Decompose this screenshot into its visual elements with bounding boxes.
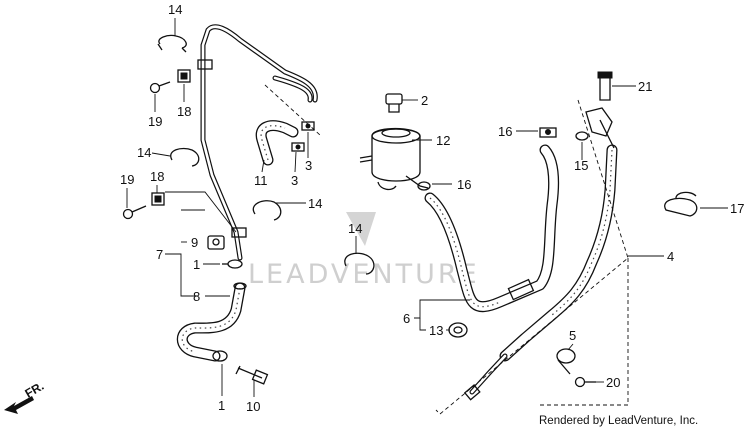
- metal-pipe: [197, 24, 321, 261]
- callout-14-mid: 14: [137, 145, 151, 160]
- nut-18-mid: [151, 192, 165, 206]
- credit-text: Rendered by LeadVenture, Inc.: [539, 415, 698, 427]
- callout-16-lower: 16: [457, 177, 471, 192]
- callout-5: 5: [569, 328, 576, 343]
- callout-3-upper: 3: [305, 158, 312, 173]
- clamp-16-upper: [539, 127, 557, 138]
- callout-labels: 14 19 18 14 19 18 11 3 3 14 7 9 1 8 1 10…: [120, 2, 744, 414]
- callout-14-center: 14: [308, 196, 322, 211]
- clamp-14-mid: [170, 147, 200, 167]
- watermark-text: LEADVENTURE: [248, 259, 480, 290]
- callout-6: 6: [403, 311, 410, 326]
- leader-lines: [126, 18, 728, 397]
- clamp-1-upper: [222, 259, 243, 269]
- callout-12: 12: [436, 133, 450, 148]
- clamp-14-top: [157, 34, 187, 53]
- callout-1-upper: 1: [193, 257, 200, 272]
- callout-2: 2: [421, 93, 428, 108]
- pipe-bracket: [197, 59, 213, 70]
- bolt-19-mid: [122, 205, 147, 220]
- direction-label: FR.: [23, 379, 47, 401]
- watermark-logo-icon: [346, 212, 376, 246]
- callout-14-top: 14: [168, 2, 182, 17]
- washer-15: [575, 131, 589, 141]
- short-hose-11: [255, 120, 299, 166]
- reservoir-12: [359, 127, 429, 191]
- callout-19-mid: 19: [120, 172, 134, 187]
- hose-8: [176, 282, 247, 362]
- callout-13: 13: [429, 323, 443, 338]
- fitting-10: [235, 365, 269, 385]
- callout-1-lower: 1: [218, 398, 225, 413]
- callout-15: 15: [574, 158, 588, 173]
- callout-18-mid: 18: [150, 169, 164, 184]
- grommet-13: [448, 322, 468, 338]
- callout-9: 9: [191, 235, 198, 250]
- nut-18-top: [177, 69, 191, 83]
- front-direction-arrow-icon: [4, 396, 34, 414]
- clamp-5: [556, 348, 576, 375]
- callout-14-lower: 14: [348, 221, 362, 236]
- callout-18-top: 18: [177, 104, 191, 119]
- clamp-17: [664, 191, 698, 217]
- clamp-1-lower: [212, 350, 228, 362]
- callout-19-top: 19: [148, 114, 162, 129]
- callout-21: 21: [638, 79, 652, 94]
- clamp-3-pair: [291, 121, 315, 152]
- bolt-21: [597, 71, 613, 101]
- callout-8: 8: [193, 289, 200, 304]
- clamp-14-center: [252, 200, 282, 221]
- grommet-9: [207, 235, 225, 250]
- callout-11: 11: [254, 173, 268, 188]
- clamp-14-lower: [344, 252, 375, 275]
- callout-17: 17: [730, 201, 744, 216]
- callout-7: 7: [156, 247, 163, 262]
- callout-10: 10: [246, 399, 260, 414]
- cap-2: [385, 93, 403, 113]
- clamp-16-lower: [417, 181, 431, 191]
- callout-20: 20: [606, 375, 620, 390]
- pipe-bracket-lower: [231, 227, 247, 238]
- callout-3-lower: 3: [291, 173, 298, 188]
- callout-4: 4: [667, 249, 674, 264]
- callout-16-upper: 16: [498, 124, 512, 139]
- watermark: LEADVENTURE: [248, 212, 480, 290]
- bolt-19-top: [149, 81, 171, 94]
- pressure-hose-4: [463, 107, 618, 401]
- hose-6: [424, 144, 560, 313]
